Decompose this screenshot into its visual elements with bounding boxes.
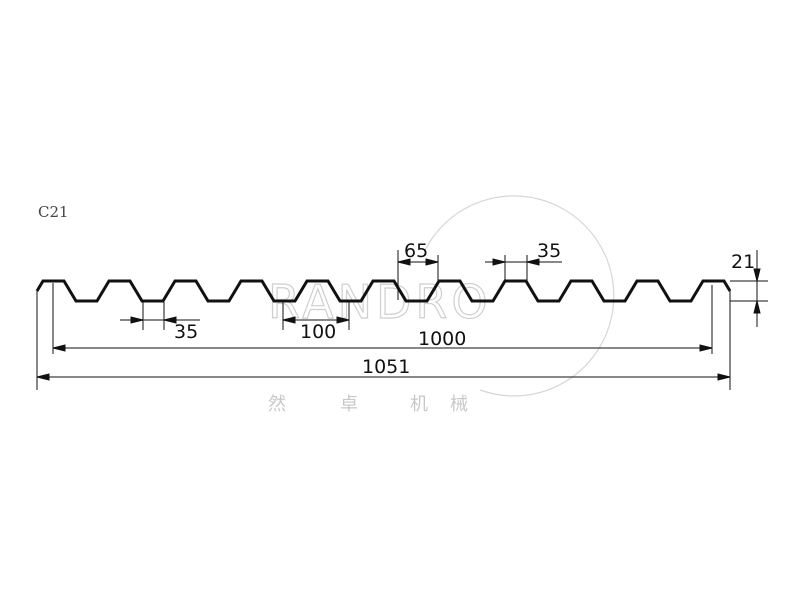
dim-effective-width: 1000 [418, 328, 466, 350]
dim-total-width: 1051 [362, 356, 410, 378]
watermark-char: 机 [410, 394, 428, 415]
dim-pitch: 100 [300, 321, 336, 343]
profile-label: C21 [38, 203, 69, 221]
dim-height: 21 [731, 251, 755, 273]
extension-lines [36, 250, 768, 390]
dimension-lines [36, 250, 761, 381]
watermark-arc [424, 195, 615, 397]
dim-65: 65 [404, 240, 428, 262]
watermark-char: 然 [268, 394, 286, 415]
watermark-char: 械 [450, 394, 468, 415]
watermark: RANDRO 然 卓 机 械 [267, 195, 615, 415]
watermark-char: 卓 [340, 394, 358, 415]
dim-35-top: 35 [537, 240, 561, 262]
corrugated-profile [35, 279, 732, 303]
dim-trough-width: 35 [174, 321, 198, 343]
